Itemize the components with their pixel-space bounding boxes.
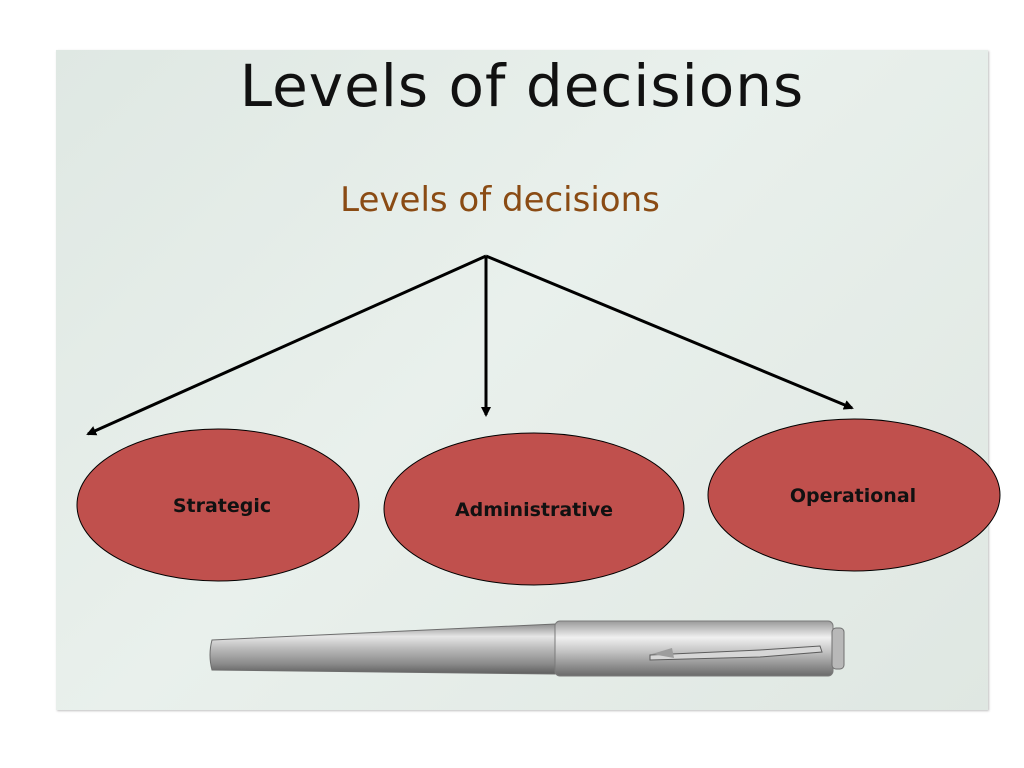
node-operational-label: Operational (790, 485, 916, 507)
pen-icon (209, 620, 845, 677)
arrow-to-strategic (86, 254, 487, 436)
node-administrative: Administrative (383, 432, 685, 586)
node-strategic: Strategic (76, 428, 360, 582)
node-operational: Operational (707, 418, 1001, 572)
slide-title: Levels of decisions (239, 52, 805, 120)
node-administrative-label: Administrative (455, 499, 613, 521)
node-strategic-label: Strategic (173, 495, 271, 517)
arrow-to-operational (485, 254, 854, 410)
diagram-root-label: Levels of decisions (340, 180, 660, 220)
